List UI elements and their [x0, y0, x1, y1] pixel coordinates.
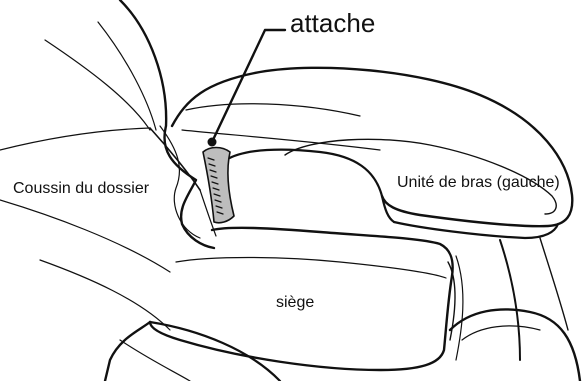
side-shell [450, 309, 580, 381]
backrest-cushion [0, 0, 216, 330]
seat-label: siège [276, 294, 314, 312]
backrest-cushion-label: Coussin du dossier [13, 180, 149, 198]
attache-label: attache [290, 8, 375, 39]
attache-leader [208, 30, 286, 147]
armrest-unit-label: Unité de bras (gauche) [397, 174, 560, 192]
